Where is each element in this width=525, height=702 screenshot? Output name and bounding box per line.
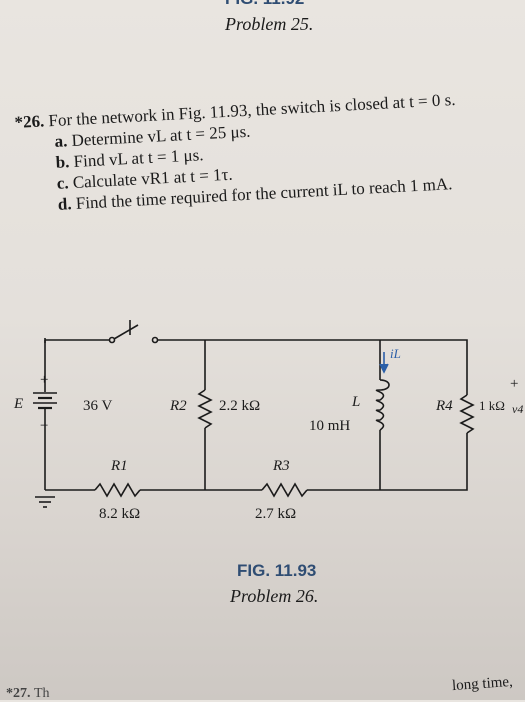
inductor-label: L	[352, 394, 361, 410]
top-figure-caption-fragment: FIG. 11.92	[225, 0, 304, 9]
resistor-r3	[261, 482, 308, 498]
r3-label: R3	[273, 458, 290, 474]
r4-label: R4	[436, 398, 453, 414]
next-problem-number: *27.	[6, 686, 31, 701]
source-label: E	[14, 396, 24, 412]
r1-value: 8.2 kΩ	[99, 506, 141, 522]
switch-contact-left	[108, 336, 116, 344]
wire-top-left	[44, 337, 110, 343]
inductor-coil	[375, 379, 390, 431]
wire-top-right	[157, 339, 468, 395]
source-minus-sign: −	[40, 418, 49, 434]
figure-caption: FIG. 11.93	[237, 561, 317, 580]
switch-blade	[113, 324, 139, 340]
r4-value: 1 kΩ	[479, 398, 505, 413]
source-plus-sign: +	[40, 372, 49, 388]
inductor-current-label: iL	[390, 346, 401, 361]
r1-label: R1	[111, 458, 128, 474]
next-problem-fragment: *27. Th	[6, 686, 50, 702]
resistor-r4	[459, 394, 475, 434]
wire-r4-bottom	[380, 433, 468, 491]
r4-plus-sign: +	[510, 376, 519, 392]
inductor-value: 10 mH	[309, 418, 351, 434]
next-problem-text: Th	[34, 686, 50, 701]
source-value: 36 V	[83, 398, 113, 414]
resistor-r1	[94, 482, 141, 498]
r4-voltage-label: v4	[512, 402, 524, 416]
r2-label: R2	[170, 398, 187, 414]
r2-value: 2.2 kΩ	[219, 398, 261, 414]
top-problem-label: Problem 25.	[225, 14, 314, 34]
r3-value: 2.7 kΩ	[255, 506, 297, 522]
current-arrow-head	[379, 363, 389, 374]
switch-contact-right	[151, 336, 159, 344]
figure-problem-label: Problem 26.	[230, 586, 319, 606]
resistor-r2	[197, 389, 213, 429]
